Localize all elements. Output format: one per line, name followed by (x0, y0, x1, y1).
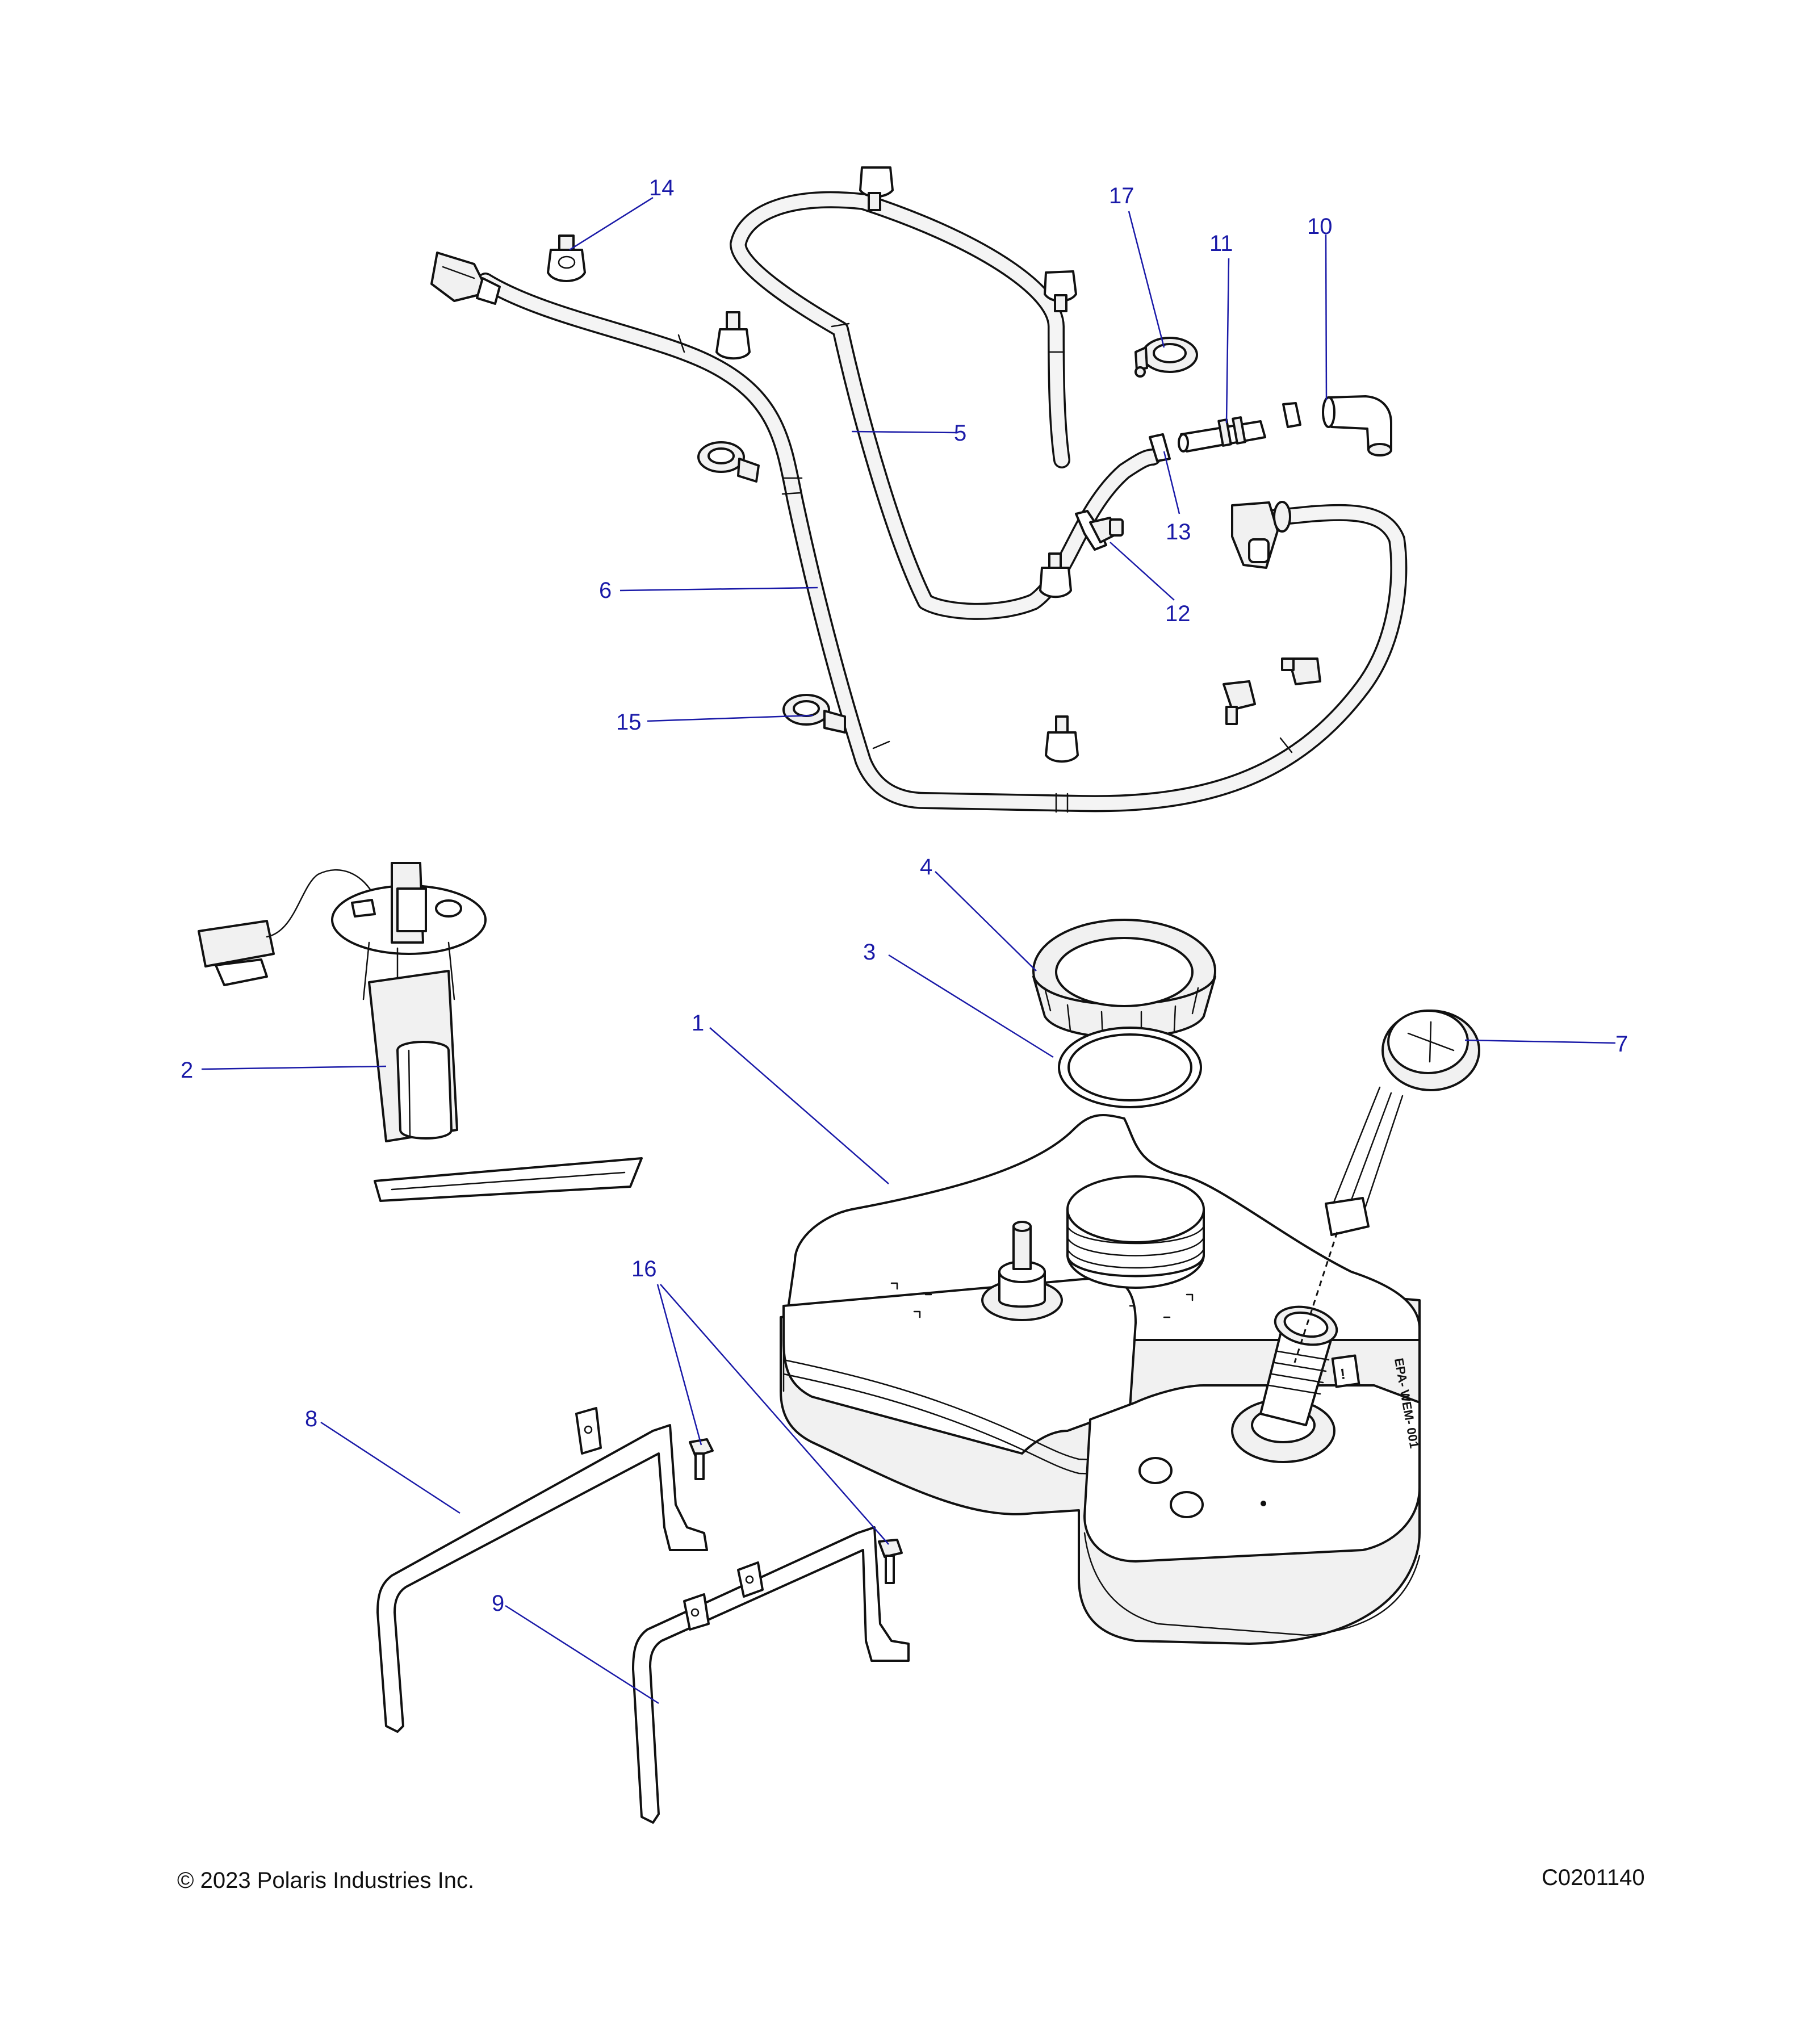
fuel-tank-1: ! EPA- WEM- 001 (780, 1114, 1422, 1645)
callout-labels: 1 2 3 4 5 6 7 8 9 10 11 12 13 14 15 16 1… (181, 175, 1628, 1616)
callout-4: 4 (920, 855, 932, 879)
callout-11: 11 (1209, 231, 1233, 256)
hose-clip (1282, 402, 1301, 428)
callout-10: 10 (1307, 214, 1333, 239)
callout-2: 2 (181, 1058, 193, 1083)
clip (1223, 680, 1256, 725)
leader-lines (201, 196, 1616, 1704)
push-pin (1039, 552, 1072, 598)
push-pin (1044, 270, 1077, 312)
copyright-text: © 2023 Polaris Industries Inc. (177, 1868, 475, 1893)
clip-15 (782, 694, 846, 734)
callout-14: 14 (649, 175, 675, 200)
callout-1: 1 (692, 1011, 704, 1036)
connector-fitting-11 (1178, 416, 1266, 453)
callout-16: 16 (631, 1256, 657, 1281)
callout-9: 9 (492, 1591, 504, 1616)
lock-ring-4 (1032, 919, 1216, 1040)
push-pin (859, 166, 894, 211)
tank-strap-9 (632, 1526, 910, 1824)
callout-5: 5 (954, 421, 966, 446)
callout-3: 3 (863, 940, 876, 965)
fuel-sender-7 (1293, 1010, 1480, 1363)
svg-text:!: ! (1339, 1365, 1347, 1383)
clip (697, 441, 760, 483)
callout-17: 17 (1109, 183, 1134, 208)
drawing-number: C0201140 (1542, 1865, 1645, 1890)
fuel-hose-6 (430, 252, 1408, 813)
callout-6: 6 (599, 578, 612, 603)
push-pin (715, 311, 751, 360)
clip (1281, 657, 1321, 685)
bolt-16 (878, 1539, 903, 1584)
push-pin-14 (547, 234, 586, 282)
hose-clamp-17 (1134, 337, 1198, 378)
gasket-3 (1058, 1027, 1202, 1108)
callout-15: 15 (616, 710, 642, 735)
callout-8: 8 (305, 1406, 317, 1431)
push-pin (1045, 715, 1079, 763)
tank-strap-8 (376, 1407, 708, 1733)
callout-12: 12 (1165, 601, 1191, 626)
elbow-fitting-10 (1322, 395, 1392, 456)
callout-7: 7 (1615, 1032, 1628, 1057)
elbow-fitting-12 (1075, 510, 1124, 551)
fuel-pump-2 (198, 862, 643, 1202)
callout-13: 13 (1166, 520, 1191, 544)
bolt-16 (689, 1438, 714, 1480)
